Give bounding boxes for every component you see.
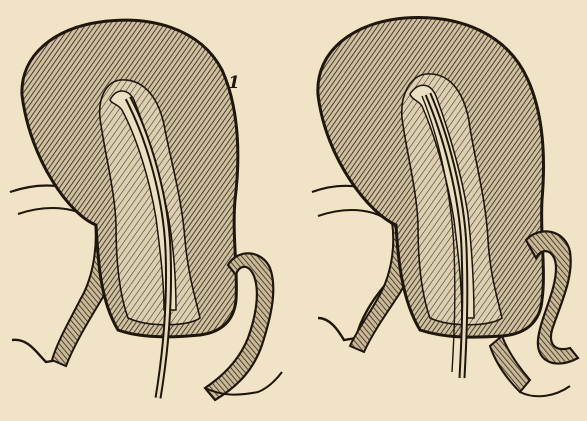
figure-label-left: 1 (228, 73, 240, 93)
